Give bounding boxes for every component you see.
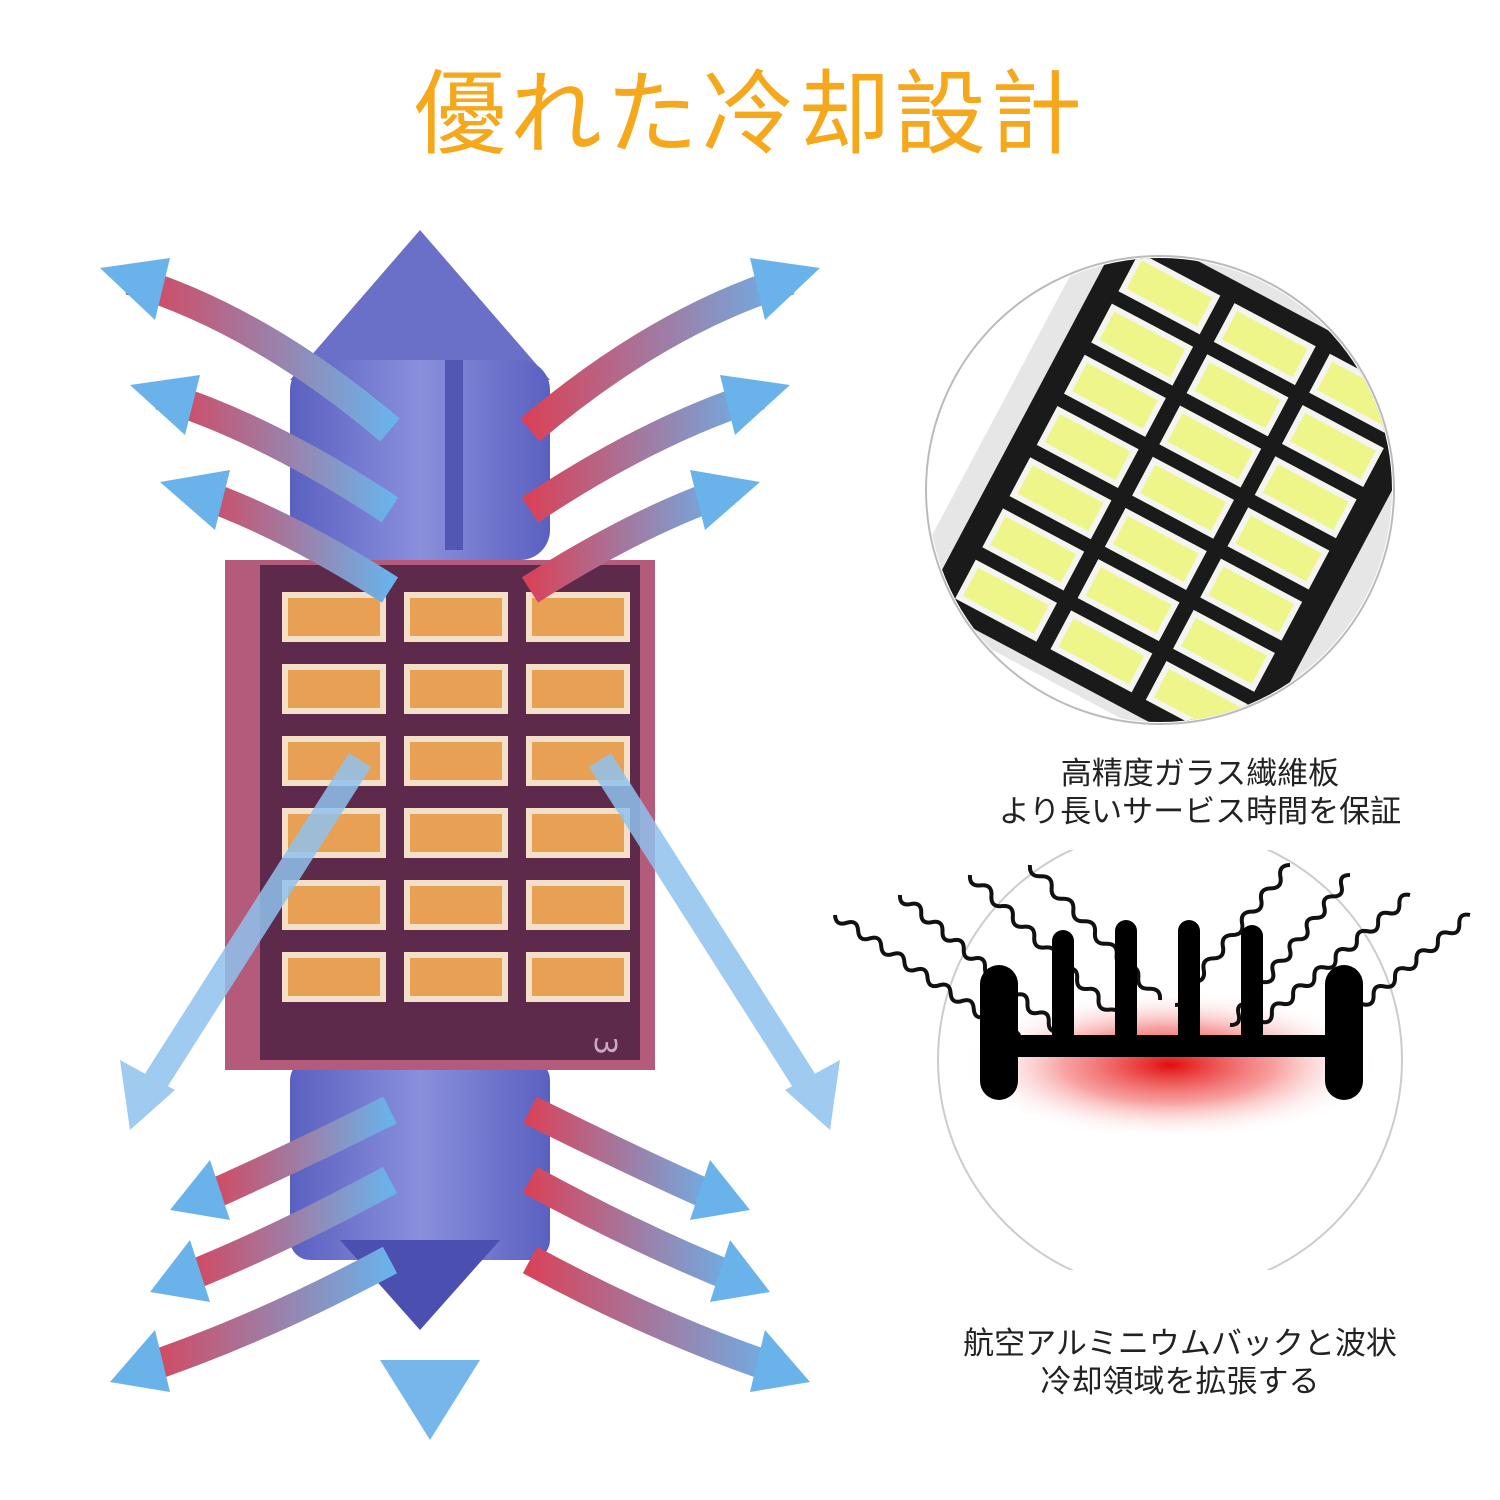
heat-glow [960, 990, 1380, 1140]
airflow-arrow-icon [125, 265, 400, 442]
pcb-closeup-circle: 3 [925, 255, 1395, 725]
airflow-arrow-icon [523, 1096, 727, 1214]
heatsink-diagram [833, 850, 1471, 1270]
airflow-arrow-icon [174, 1166, 398, 1294]
bulb-illustration: 3 [100, 230, 840, 1440]
pcb-caption: 高精度ガラス繊維板 より長いサービス時間を保証 [920, 755, 1480, 831]
led-grid [282, 592, 630, 1002]
pcb-caption-line1: 高精度ガラス繊維板 [1060, 756, 1340, 792]
airflow-arrow-icon [139, 753, 371, 1097]
airflow-arrow-icon [522, 1246, 785, 1385]
heat-wave-icon [1239, 892, 1411, 1043]
pcb-caption-line2: より長いサービス時間を保証 [998, 794, 1402, 830]
airflow-arrow-icon [135, 1246, 398, 1385]
heatsink-icon [980, 920, 1363, 1100]
heat-wave-icon [897, 894, 1073, 1041]
page-title: 優れた冷却設計 [413, 61, 1086, 168]
heatsink-caption-line2: 冷却領域を拡張する [1040, 1364, 1320, 1400]
heat-wave-icon [1027, 864, 1163, 1001]
heatsink-caption-line1: 航空アルミニウムバックと波状 [963, 1326, 1397, 1362]
board-marking: 3 [587, 1036, 622, 1055]
airflow-arrow-icon [193, 1096, 397, 1214]
airflow-arrow-icon [589, 753, 821, 1097]
heatsink-caption: 航空アルミニウムバックと波状 冷却領域を拡張する [900, 1325, 1460, 1401]
bulb-top-cap [290, 230, 550, 380]
airflow-arrow-icon [522, 1166, 746, 1294]
heat-wave-icon [967, 874, 1123, 1021]
airflow-arrow-icon [520, 265, 795, 442]
